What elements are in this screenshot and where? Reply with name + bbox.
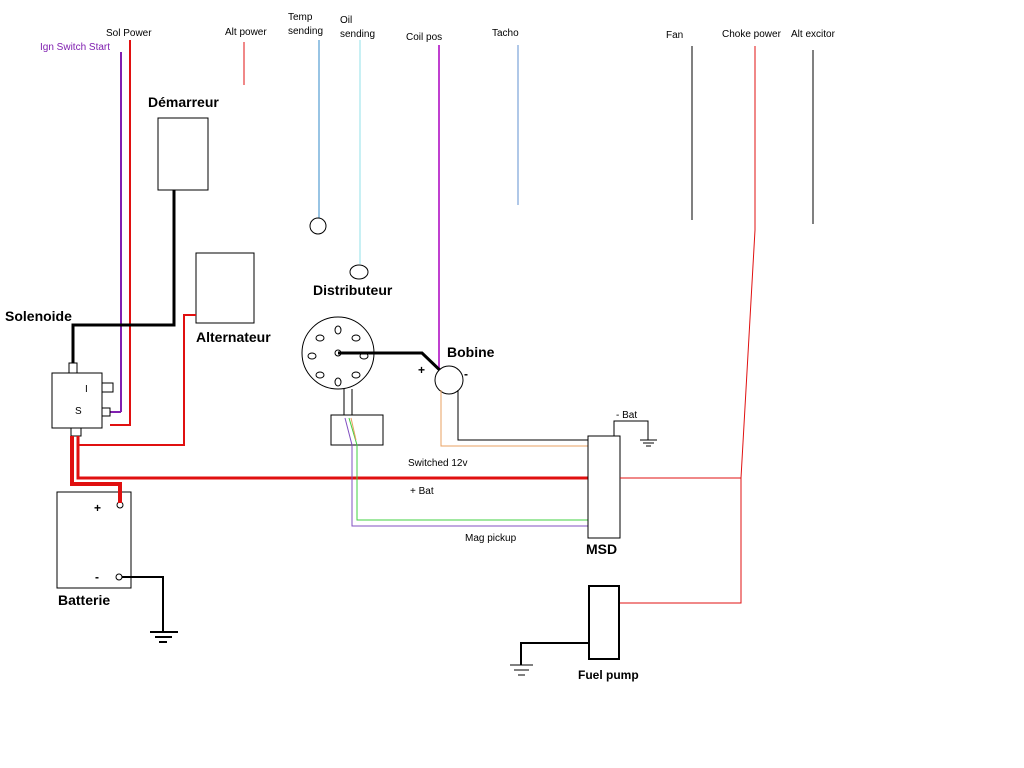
label-oil: Oil (340, 15, 352, 26)
battery-ground-cable (122, 576, 164, 632)
label-coil-minus: - (464, 367, 468, 381)
battery-main-cable (70, 436, 122, 503)
oil-sender-icon (349, 264, 369, 280)
starter-cable (71, 190, 176, 364)
label-alt-excitor: Alt excitor (791, 29, 836, 40)
msd-box (587, 435, 621, 539)
label-fan: Fan (666, 30, 683, 41)
label-bobine: Bobine (447, 344, 495, 360)
battery-aux-cable (76, 436, 588, 480)
label-coil-pos: Coil pos (406, 32, 442, 43)
distributor-base (330, 414, 384, 446)
label-msd: MSD (586, 541, 617, 557)
label-ign-switch-start: Ign Switch Start (40, 42, 110, 53)
label-choke-power: Choke power (722, 29, 782, 40)
distributor-terminals (307, 325, 369, 387)
mag-pickup-green-wire (348, 417, 588, 521)
temp-sender-icon (309, 217, 327, 235)
coil-lead (338, 351, 449, 379)
label-coil-plus: + (418, 363, 425, 377)
label-plus-bat: + Bat (410, 486, 434, 497)
label-solenoid-s: S (75, 406, 82, 417)
coil-orange-wire (440, 390, 588, 447)
label-tacho: Tacho (492, 28, 519, 39)
label-demarreur: Démarreur (148, 94, 219, 110)
msd-ground-icon (640, 439, 657, 447)
distributor-orange-stub (350, 417, 357, 441)
label-temp: Temp (288, 12, 313, 23)
battery-ground-icon (150, 631, 178, 643)
label-battery-minus: - (95, 570, 99, 584)
solenoid-bottom-terminal (70, 427, 82, 437)
solenoid-top-terminal (68, 362, 78, 374)
label-distributeur: Distributeur (313, 282, 393, 298)
label-switched-12v: Switched 12v (408, 458, 467, 469)
label-alt-power: Alt power (225, 27, 267, 38)
label-temp-sending: sending (288, 26, 323, 37)
fuel-pump-ground-icon (510, 664, 533, 676)
label-alternateur: Alternateur (196, 329, 271, 345)
label-solenoide: Solenoide (5, 308, 72, 324)
demarreur-box (157, 117, 209, 191)
bobine-coil (434, 365, 464, 395)
solenoid-i-terminal (101, 382, 114, 393)
label-fuel-pump: Fuel pump (578, 668, 639, 682)
coil-black-wire (457, 390, 588, 441)
label-mag-pickup: Mag pickup (465, 533, 517, 544)
label-sol-power: Sol Power (106, 28, 152, 39)
fuel-pump-box (588, 585, 620, 660)
fuel-pump-ground-wire (520, 642, 589, 665)
label-batterie: Batterie (58, 592, 110, 608)
battery-minus-post (115, 573, 123, 581)
msd-ground-wire (613, 420, 649, 440)
label-minus-bat: - Bat (616, 410, 637, 421)
alternateur-box (195, 252, 255, 324)
alternator-charge-wire (78, 314, 196, 446)
sol-power-wire (110, 40, 131, 426)
mag-pickup-purple-wire (344, 417, 588, 527)
choke-power-wire (620, 46, 756, 604)
solenoid-s-terminal (101, 407, 111, 417)
label-solenoid-i: I (85, 384, 88, 395)
solenoide-box (51, 372, 103, 429)
label-battery-plus: + (94, 501, 101, 515)
label-oil-sending: sending (340, 29, 375, 40)
